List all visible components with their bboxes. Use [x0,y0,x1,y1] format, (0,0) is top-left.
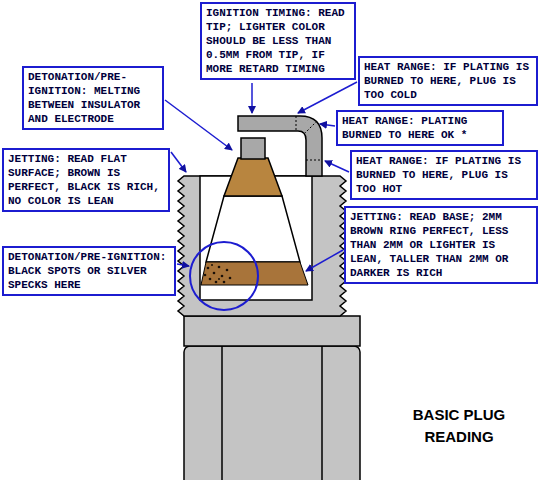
callout-box: HEAT RANGE: IF PLATING IS BURNED TO HERE… [358,56,538,106]
plating-mark [306,160,322,161]
leader-line [171,152,186,172]
callout-text: JETTING: READ BASE; 2MM BROWN RING PERFE… [350,210,532,280]
callout-box: DETONATION/PRE-IGNITION: MELTING BETWEEN… [22,66,164,130]
leader-line [177,264,189,266]
center-electrode [241,138,265,159]
diagram-title: BASIC PLUG READING [384,404,534,448]
leader-line [298,82,357,113]
hex-edge [221,346,223,480]
insulator-nose [206,196,300,262]
callout-text: DETONATION/PRE-IGNITION: MELTING BETWEEN… [28,70,158,126]
callout-box: JETTING: READ FLAT SURFACE; BROWN IS PER… [2,148,170,212]
leader-line [251,83,253,113]
hex-nut [184,346,360,480]
plating-mark [305,121,317,133]
insulator-tip [224,158,282,196]
callout-text: HEAT RANGE: PLATING BURNED TO HERE OK * [342,114,498,142]
leader-line [325,161,349,172]
callout-box: HEAT RANGE: PLATING BURNED TO HERE OK * [336,110,504,146]
callout-text: DETONATION/PRE-IGNITION: BLACK SPOTS OR … [8,250,170,292]
leader-line [165,100,232,150]
callout-text: HEAT RANGE: IF PLATING IS BURNED TO HERE… [364,60,532,102]
leader-line [320,124,335,126]
callout-text: HEAT RANGE: IF PLATING IS BURNED TO HERE… [356,154,532,196]
callout-box: DETONATION/PRE-IGNITION: BLACK SPOTS OR … [2,246,176,296]
black-spots [204,264,232,283]
callout-box: HEAT RANGE: IF PLATING IS BURNED TO HERE… [350,150,538,200]
washer [184,316,360,346]
hex-edge [321,346,323,480]
base-brown-ring [201,262,308,285]
plating-mark [296,116,297,131]
callout-box: IGNITION TIMING: READ TIP; LIGHTER COLOR… [200,2,356,80]
callout-text: JETTING: READ FLAT SURFACE; BROWN IS PER… [8,152,164,208]
ground-electrode [238,116,322,176]
callout-box: JETTING: READ BASE; 2MM BROWN RING PERFE… [344,206,538,284]
callout-text: IGNITION TIMING: READ TIP; LIGHTER COLOR… [206,6,350,76]
highlight-circle [190,242,258,310]
threaded-shell [178,176,346,316]
leader-line [306,250,343,271]
